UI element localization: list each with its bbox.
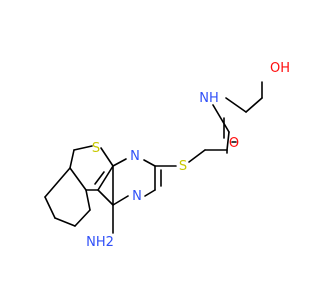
bond — [100, 147, 114, 167]
bond — [44, 167, 71, 198]
bond — [73, 145, 93, 151]
bond — [226, 131, 230, 151]
bond — [112, 195, 129, 206]
bond — [54, 217, 76, 227]
pyrimidine-n-lower-label: N — [132, 189, 142, 204]
bond — [225, 97, 247, 113]
thiophene-sulfur-label: S — [92, 141, 100, 156]
bond — [245, 97, 263, 113]
carbonyl-oxygen-label: O — [229, 136, 239, 151]
bond — [97, 165, 114, 191]
atom-labels: S S N N NH O OH NH2 — [86, 61, 290, 250]
bonds — [44, 81, 263, 234]
thioether-sulfur-label: S — [179, 159, 187, 174]
bond — [212, 104, 230, 133]
amide-nh-label: NH — [199, 91, 219, 106]
bond — [112, 158, 127, 167]
pyrimidine-n-upper-label: N — [130, 149, 140, 164]
bond — [188, 149, 206, 163]
bond — [97, 189, 114, 206]
bond — [85, 189, 91, 211]
bond — [44, 196, 56, 219]
bond — [143, 159, 156, 167]
molecule-structure: S S N N NH O OH NH2 — [44, 61, 290, 250]
bond — [69, 167, 87, 191]
bond — [74, 209, 91, 227]
bond — [69, 149, 75, 169]
amino-nh2-label: NH2 — [86, 235, 114, 250]
bond — [144, 189, 156, 197]
hydroxyl-label: OH — [270, 61, 290, 76]
bond — [94, 171, 105, 185]
